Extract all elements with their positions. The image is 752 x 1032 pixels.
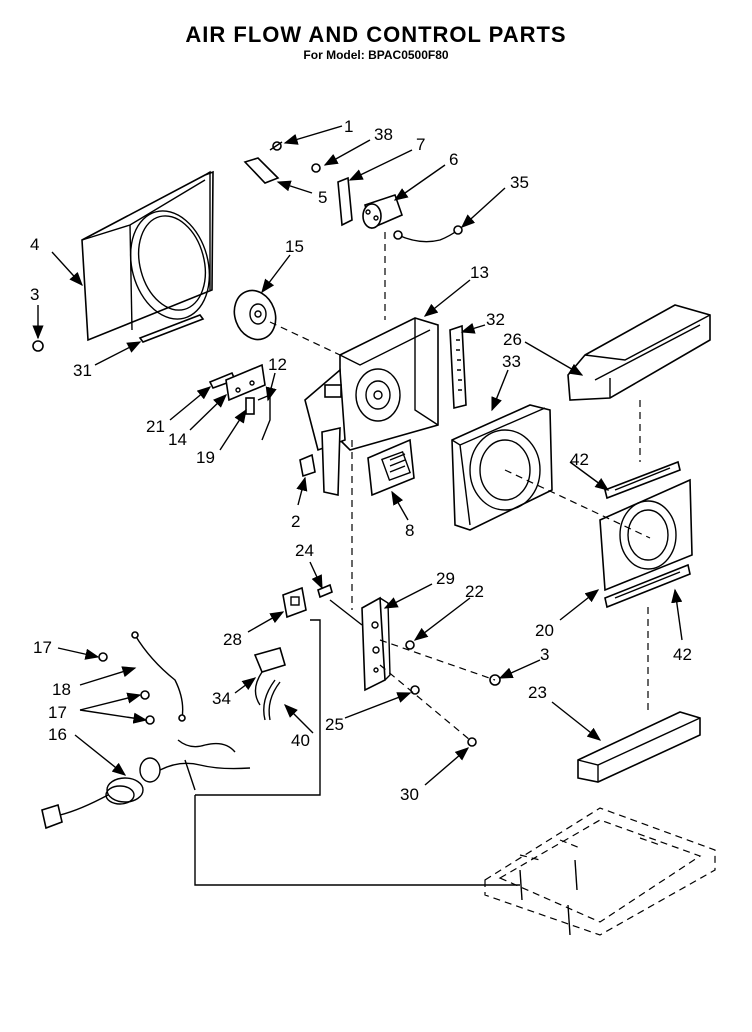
ground-wire-part [393,225,463,243]
switch-bracket-part [361,596,391,692]
callout-3-right: 3 [540,645,549,664]
callout-15: 15 [285,237,304,256]
foam-strip-part [449,324,467,410]
callout-26: 26 [503,330,522,349]
callout-23: 23 [528,683,547,702]
callout-7: 7 [416,135,425,154]
front-panel-part [81,170,214,342]
callout-24: 24 [295,541,314,560]
callout-32: 32 [486,310,505,329]
callout-21: 21 [146,417,165,436]
air-duct-part [567,304,711,401]
screw-part [98,652,155,725]
callout-5: 5 [318,188,327,207]
blower-scroll-part [451,404,553,531]
callout-8: 8 [405,521,414,540]
clip-part [299,453,316,478]
callout-33: 33 [502,352,521,371]
capillary-tube-part [263,679,281,721]
diagram-title: AIR FLOW AND CONTROL PARTS [185,22,567,47]
callout-14: 14 [168,430,187,449]
screw-part [311,163,321,173]
callout-19: 19 [196,448,215,467]
callout-17-upper: 17 [33,638,52,657]
base-pan-outline [484,807,716,936]
callout-12: 12 [268,355,287,374]
rotary-switch-part [282,586,307,619]
callout-25: 25 [325,715,344,734]
switch-parts [208,363,271,441]
fan-blade-part [233,289,277,341]
callout-42-lower: 42 [673,645,692,664]
callout-34: 34 [212,689,231,708]
callout-35: 35 [510,173,529,192]
callout-22: 22 [465,582,484,601]
screw-part [269,141,283,151]
screw-part [410,685,420,695]
screw-part [467,737,477,747]
rear-panel-part [599,478,693,592]
callout-18: 18 [52,680,71,699]
callout-4: 4 [30,235,39,254]
callout-16: 16 [48,725,67,744]
callout-6: 6 [449,150,458,169]
control-panel-part [367,438,415,497]
motor-housing-part [304,317,439,496]
callout-30: 30 [400,785,419,804]
seal-strip-upper-part [604,460,681,500]
screw-part [405,640,415,650]
callout-40: 40 [291,731,310,750]
callout-28: 28 [223,630,242,649]
callout-42-upper: 42 [570,450,589,469]
callout-29: 29 [436,569,455,588]
callout-17-lower: 17 [48,703,67,722]
seal-strip-lower-part [604,563,691,609]
ground-wire-part [131,631,186,722]
capacitor-part [362,193,404,230]
callout-13: 13 [470,263,489,282]
thermostat-part [253,647,286,706]
seal-strip-part [138,314,205,343]
callout-31: 31 [73,361,92,380]
base-bracket-part [577,711,701,783]
diagram-subtitle: For Model: BPAC0500F80 [303,48,449,62]
screw-part [32,340,44,352]
power-cord-part [41,739,251,830]
callout-1: 1 [344,117,353,136]
callout-20: 20 [535,621,554,640]
capacitor-strap-part [337,176,353,227]
callout-3-left: 3 [30,285,39,304]
callout-2: 2 [291,512,300,531]
terminal-part [317,583,333,599]
bracket-part [243,157,280,184]
callout-38: 38 [374,125,393,144]
